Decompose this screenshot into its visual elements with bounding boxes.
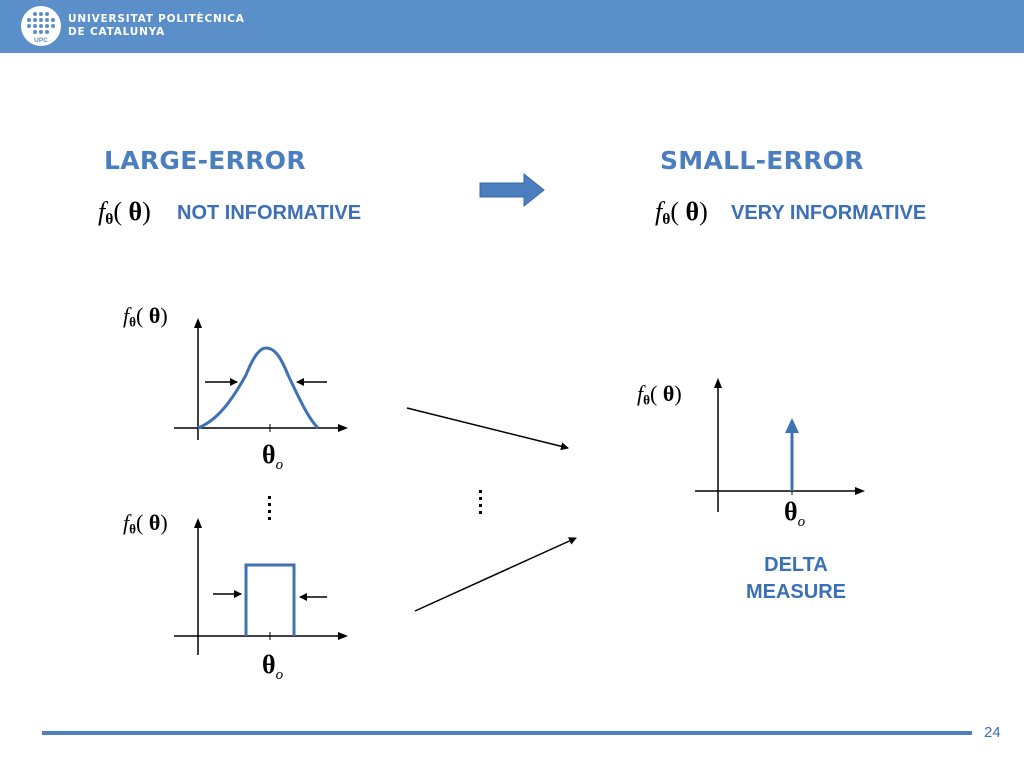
page-number: 24 — [984, 724, 1001, 741]
formula-f: f — [123, 510, 130, 535]
delta-spike-arrowhead — [785, 418, 799, 433]
formula-f-theta-right: fθ( θ) — [655, 197, 708, 229]
convergence-arrow-top — [406, 407, 569, 451]
gaussian-graph — [174, 318, 348, 440]
formula-f-theta-gaussian: fθ( θ) — [123, 303, 168, 330]
formula-open: ( — [136, 303, 144, 328]
formula-f: f — [655, 197, 663, 226]
formula-f: f — [98, 197, 106, 226]
gaussian-x-arrowhead — [338, 424, 348, 432]
theta-o-label-uniform: θo — [262, 650, 283, 684]
large-error-title: LARGE-ERROR — [104, 146, 306, 175]
formula-theta: θ — [128, 197, 143, 226]
header-bar: UPC UNIVERSITAT POLITÈCNICA DE CATALUNYA — [0, 0, 1024, 53]
university-name-line2: DE CATALUNYA — [68, 26, 165, 38]
formula-open: ( — [670, 197, 680, 226]
gaussian-y-arrowhead — [194, 318, 202, 328]
transition-arrow — [479, 172, 545, 208]
uniform-graph — [174, 518, 348, 655]
formula-close: ) — [699, 197, 708, 226]
uniform-rectangle — [244, 563, 296, 636]
formula-theta: θ — [685, 197, 700, 226]
formula-f: f — [123, 303, 130, 328]
uniform-y-arrowhead — [194, 518, 202, 528]
delta-measure-label: DELTA MEASURE — [728, 552, 864, 606]
delta-graph — [695, 378, 865, 512]
theta-symbol: θ — [262, 650, 276, 679]
university-name-line1: UNIVERSITAT POLITÈCNICA — [68, 13, 245, 25]
formula-close: ) — [160, 510, 168, 535]
formula-close: ) — [160, 303, 168, 328]
not-informative-label: NOT INFORMATIVE — [177, 202, 362, 224]
theta-o-label-gaussian: θo — [262, 440, 283, 474]
small-error-title: SMALL-ERROR — [660, 146, 864, 175]
formula-sub: θ — [129, 314, 137, 330]
formula-theta: θ — [662, 381, 675, 406]
formula-sub: θ — [129, 521, 137, 537]
formula-open: ( — [136, 510, 144, 535]
upc-logo-mark: UPC — [27, 12, 55, 44]
very-informative-label: VERY INFORMATIVE — [731, 202, 927, 224]
formula-sub: θ — [662, 210, 671, 228]
formula-sub: θ — [105, 210, 114, 228]
delta-label-line2: MEASURE — [745, 581, 846, 603]
formula-theta: θ — [148, 510, 161, 535]
formula-f-theta-delta: fθ( θ) — [637, 381, 682, 408]
theta-symbol: θ — [262, 440, 276, 469]
formula-theta: θ — [148, 303, 161, 328]
ellipsis-left — [268, 496, 271, 520]
delta-label-line1: DELTA — [764, 554, 828, 576]
formula-sub: θ — [643, 392, 651, 408]
ellipsis-center — [479, 490, 482, 514]
theta-o-label-delta: θo — [784, 497, 805, 531]
formula-f-theta-left: fθ( θ) — [98, 197, 151, 229]
theta-subscript: o — [275, 457, 284, 474]
formula-f: f — [637, 381, 644, 406]
logo-abbr: UPC — [34, 37, 48, 44]
delta-x-arrowhead — [855, 487, 865, 495]
upc-logo: UPC — [21, 6, 61, 46]
convergence-arrow-bottom — [414, 537, 577, 612]
gaussian-curve — [197, 346, 320, 430]
formula-f-theta-uniform: fθ( θ) — [123, 510, 168, 537]
university-name: UNIVERSITAT POLITÈCNICA DE CATALUNYA — [68, 13, 245, 39]
footer-divider — [42, 731, 972, 735]
formula-close: ) — [674, 381, 682, 406]
theta-subscript: o — [275, 667, 284, 684]
theta-symbol: θ — [784, 497, 798, 526]
uniform-x-arrowhead — [338, 632, 348, 640]
formula-close: ) — [142, 197, 151, 226]
formula-open: ( — [113, 197, 123, 226]
formula-open: ( — [650, 381, 658, 406]
theta-subscript: o — [797, 514, 806, 531]
delta-y-arrowhead — [714, 378, 722, 388]
